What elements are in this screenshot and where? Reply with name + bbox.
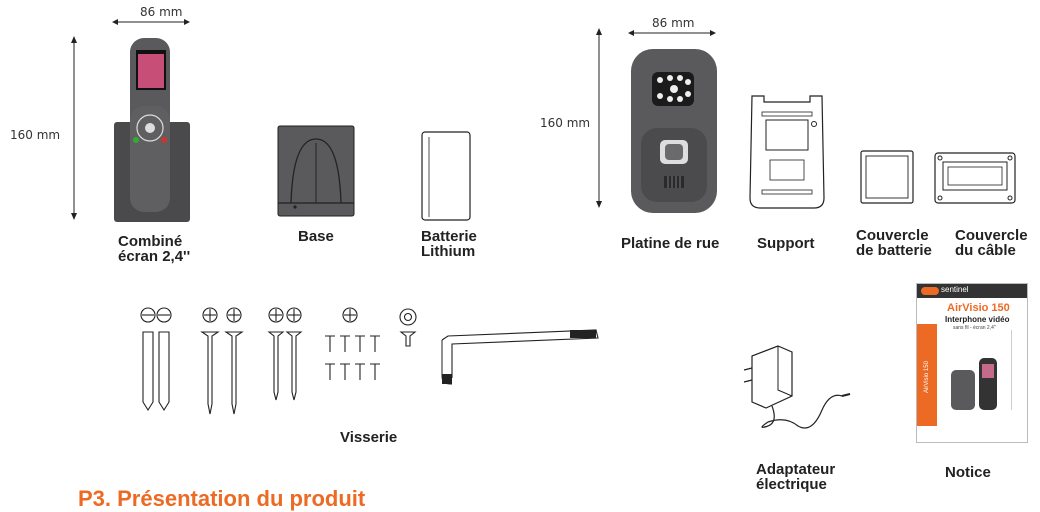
handset-label: Combiné écran 2,4'' — [118, 234, 190, 264]
manual-subtitle: Interphone vidéo — [945, 315, 1010, 324]
cable-cover-label-line1: Couvercle — [955, 227, 1028, 244]
manual-brand: sentinel — [941, 285, 969, 294]
plate-height-label: 160 mm — [540, 116, 591, 130]
handset-height-label: 160 mm — [10, 128, 61, 142]
screws-image — [140, 306, 602, 418]
battery-cover-label-line1: Couvercle — [856, 227, 929, 244]
handset-label-line1: Combiné — [118, 233, 183, 250]
section-heading: P3. Présentation du produit — [78, 486, 366, 511]
cable-cover-label-line2: du câble — [955, 242, 1016, 259]
manual-spine: AirVisio 150 — [924, 361, 930, 393]
support-label: Support — [757, 235, 815, 252]
manual-product: AirVisio 150 — [947, 302, 1010, 314]
battery-cover-image — [860, 150, 914, 204]
height-arrow-icon — [596, 28, 602, 208]
manual-tagline: sans fil - écran 2,4'' — [953, 325, 996, 331]
handset-width-dimension — [112, 4, 190, 26]
street-plate-label: Platine de rue — [621, 235, 720, 252]
manual-label: Notice — [945, 464, 991, 481]
adapter-label: Adaptateur électrique — [756, 462, 835, 492]
battery-cover-label: Couvercle de batterie — [856, 228, 932, 258]
width-arrow-icon — [112, 19, 190, 25]
height-arrow-icon — [71, 36, 77, 220]
plate-width-dimension — [628, 15, 716, 37]
base-image — [277, 125, 355, 217]
adapter-image — [738, 330, 854, 434]
width-arrow-icon — [628, 30, 716, 36]
handset-width-label: 86 mm — [140, 5, 183, 19]
street-plate-image — [630, 48, 718, 214]
battery-label: Batterie Lithium — [421, 229, 477, 259]
support-image — [744, 90, 830, 212]
battery-cover-label-line2: de batterie — [856, 242, 932, 259]
battery-image — [421, 131, 471, 221]
brand-logo-icon — [921, 287, 939, 295]
handset-image — [112, 36, 192, 224]
base-label: Base — [298, 228, 334, 245]
handset-height-dimension — [67, 36, 81, 220]
battery-label-line1: Batterie — [421, 228, 477, 245]
manual-cover-image: sentinel AirVisio 150 Interphone vidéo s… — [916, 283, 1028, 443]
cable-cover-image — [934, 152, 1016, 204]
adapter-label-line1: Adaptateur — [756, 461, 836, 478]
screws-label: Visserie — [340, 429, 398, 446]
plate-height-dimension — [592, 28, 606, 208]
adapter-label-line2: électrique — [756, 476, 827, 493]
plate-width-label: 86 mm — [652, 16, 695, 30]
cable-cover-label: Couvercle du câble — [955, 228, 1028, 258]
handset-label-line2: écran 2,4'' — [118, 248, 191, 265]
battery-label-line2: Lithium — [421, 243, 476, 260]
